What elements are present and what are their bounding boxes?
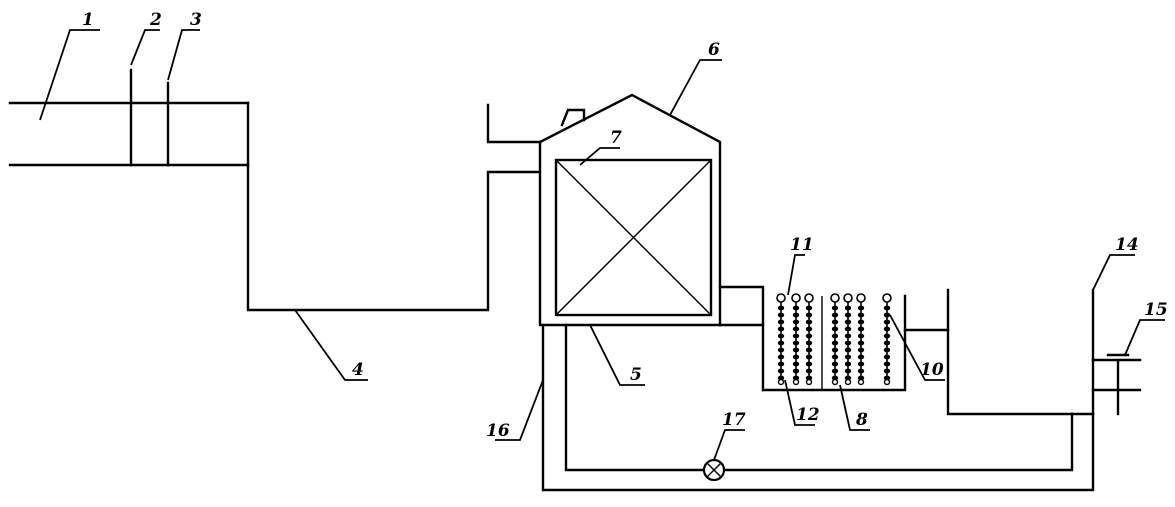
label-4: 4 — [352, 360, 364, 380]
media-string — [804, 293, 814, 386]
media-string — [776, 293, 786, 386]
filter-box-7 — [554, 158, 713, 317]
label-10: 10 — [920, 360, 944, 380]
bio-tank-8 — [761, 294, 907, 392]
channel-4 — [246, 103, 542, 312]
label-7: 7 — [610, 128, 622, 148]
return-line-16 — [541, 323, 1095, 492]
label-6: 6 — [708, 40, 720, 60]
media-string — [856, 293, 866, 386]
label-2: 2 — [149, 10, 162, 30]
media-string — [830, 293, 840, 386]
label-14: 14 — [1115, 235, 1139, 255]
label-1: 1 — [82, 10, 94, 30]
leader-lines — [39, 29, 1165, 461]
media-string — [791, 293, 801, 386]
label-11: 11 — [790, 235, 814, 255]
outlet-pipe — [903, 288, 1095, 416]
inlet-pipe — [8, 101, 250, 167]
label-5: 5 — [630, 365, 642, 385]
label-17: 17 — [722, 410, 746, 430]
label-12: 12 — [796, 405, 820, 425]
valve-17 — [702, 458, 726, 482]
label-3: 3 — [190, 10, 202, 30]
label-15: 15 — [1144, 300, 1168, 320]
labels: 1 2 3 4 5 6 7 8 10 11 12 14 15 16 17 — [82, 10, 1168, 441]
media-string — [843, 293, 853, 386]
label-16: 16 — [486, 421, 510, 441]
media-string — [882, 293, 892, 386]
housing-6 — [538, 93, 722, 327]
valve-15 — [1091, 353, 1142, 416]
bio-media-strings — [776, 293, 892, 386]
pipe-5 — [718, 285, 765, 392]
label-8: 8 — [855, 410, 868, 430]
